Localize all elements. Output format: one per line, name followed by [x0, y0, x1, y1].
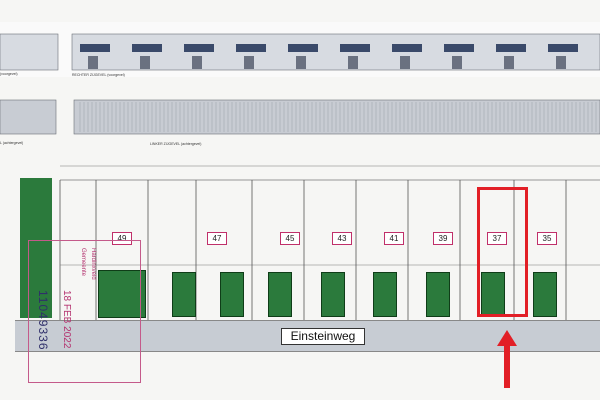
facade-door: [244, 56, 254, 69]
facade-door: [504, 56, 514, 69]
unit-number-49: 49: [112, 232, 132, 245]
front-elevation-drawing: [0, 33, 600, 71]
facade-window-band: [496, 44, 526, 52]
facade-door: [192, 56, 202, 69]
unit-number-39: 39: [433, 232, 453, 245]
unit-number-41: 41: [384, 232, 404, 245]
rear-elevation-drawing: [0, 99, 600, 135]
facade-window-band: [236, 44, 266, 52]
facade-door: [140, 56, 150, 69]
facade-door: [348, 56, 358, 69]
door-unit-35: [533, 272, 557, 317]
facade-window-band: [288, 44, 318, 52]
stamp-line-1: Gemeente: [80, 248, 86, 277]
floor-plan-drawing: [20, 165, 600, 320]
facade-door: [400, 56, 410, 69]
unit-number-45: 45: [280, 232, 300, 245]
highlighted-unit-frame: [477, 187, 528, 317]
rear-elevation-label: LINKER ZIJGEVEL (achtergevel): [150, 142, 202, 146]
facade-door: [88, 56, 98, 69]
facade-door: [296, 56, 306, 69]
facade-window-band: [444, 44, 474, 52]
facade-door: [452, 56, 462, 69]
front-elevation-label: RECHTER ZIJGEVEL (voorgevel): [72, 73, 125, 77]
municipal-stamp: [28, 240, 141, 383]
door-unit-37: [481, 272, 505, 317]
door-unit-47a: [172, 272, 196, 317]
unit-number-37: 37: [487, 232, 507, 245]
facade-window-band: [340, 44, 370, 52]
stamp-line-2: Hardinxveld: [90, 248, 96, 280]
facade-window-band: [184, 44, 214, 52]
door-unit-43: [321, 272, 345, 317]
door-unit-47b: [220, 272, 244, 317]
street-name-label: Einsteinweg: [281, 328, 365, 345]
door-unit-49: [98, 270, 146, 318]
stamp-number: 11049336: [36, 290, 50, 351]
red-arrow-icon: [497, 330, 517, 388]
rear-elevation-left-label: L (achtergevel): [0, 141, 24, 145]
door-unit-39: [426, 272, 450, 317]
facade-window-band: [132, 44, 162, 52]
facade-window-band: [548, 44, 578, 52]
stamp-date: 18 FEB 2022: [61, 290, 72, 349]
facade-door: [556, 56, 566, 69]
door-unit-45: [268, 272, 292, 317]
facade-window-band: [80, 44, 110, 52]
unit-number-35: 35: [537, 232, 557, 245]
front-elevation-left-label: (voorgevel): [0, 72, 18, 76]
unit-number-43: 43: [332, 232, 352, 245]
facade-window-band: [392, 44, 422, 52]
door-unit-41: [373, 272, 397, 317]
unit-number-47: 47: [207, 232, 227, 245]
